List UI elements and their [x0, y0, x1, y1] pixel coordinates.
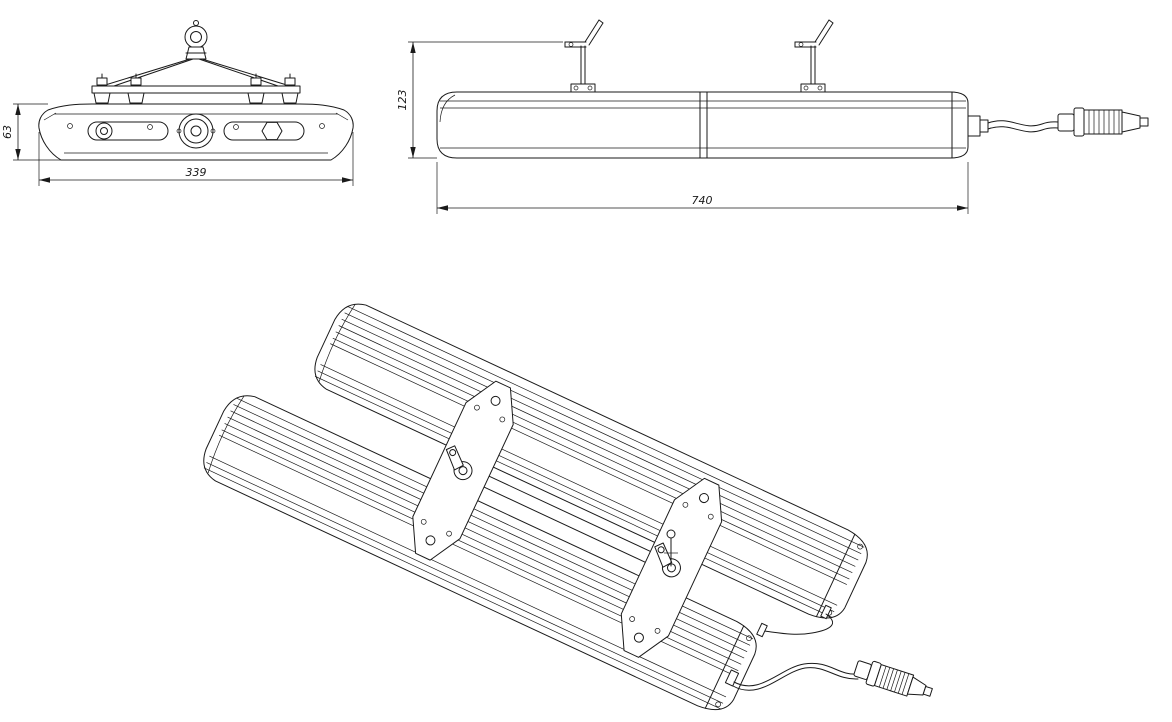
side-view: 123 740: [396, 19, 1149, 214]
cable-and-connector: [967, 107, 1149, 137]
lifting-eye: [184, 20, 208, 60]
clamp-bolt: [281, 73, 299, 104]
connector-plug: [1057, 107, 1149, 137]
connector-plug: [853, 660, 933, 697]
led-module-far: [314, 303, 868, 619]
side-height-dim-label: 123: [396, 90, 409, 111]
suspension-pin: [664, 529, 678, 567]
front-height-dim-label: 63: [1, 125, 14, 139]
front-width-dimension: 339: [38, 132, 354, 186]
cross-section-body: [38, 103, 354, 161]
hanger-bracket: [794, 19, 834, 93]
bracket-strap: [483, 475, 651, 563]
isometric-view: [203, 303, 933, 711]
main-cable-and-connector: [724, 660, 933, 697]
luminaire-side-body: [436, 91, 969, 159]
clamp-bolt: [127, 73, 145, 104]
mounting-yoke: [91, 58, 301, 104]
front-width-dim-label: 339: [186, 166, 207, 179]
mounting-bracket-plate: [620, 477, 723, 658]
mounting-bracket-plate: [412, 380, 514, 561]
hanger-bracket: [564, 19, 604, 93]
side-height-dimension: 123: [396, 41, 563, 159]
front-view: 339 63: [1, 20, 354, 186]
led-module-near: [203, 395, 757, 711]
jumper-cable: [756, 604, 833, 638]
side-length-dimension: 740: [436, 162, 969, 214]
side-length-dim-label: 740: [692, 194, 713, 207]
clamp-bolt: [247, 73, 265, 104]
front-height-dimension: 63: [1, 103, 61, 161]
clamp-bolt: [93, 73, 111, 104]
